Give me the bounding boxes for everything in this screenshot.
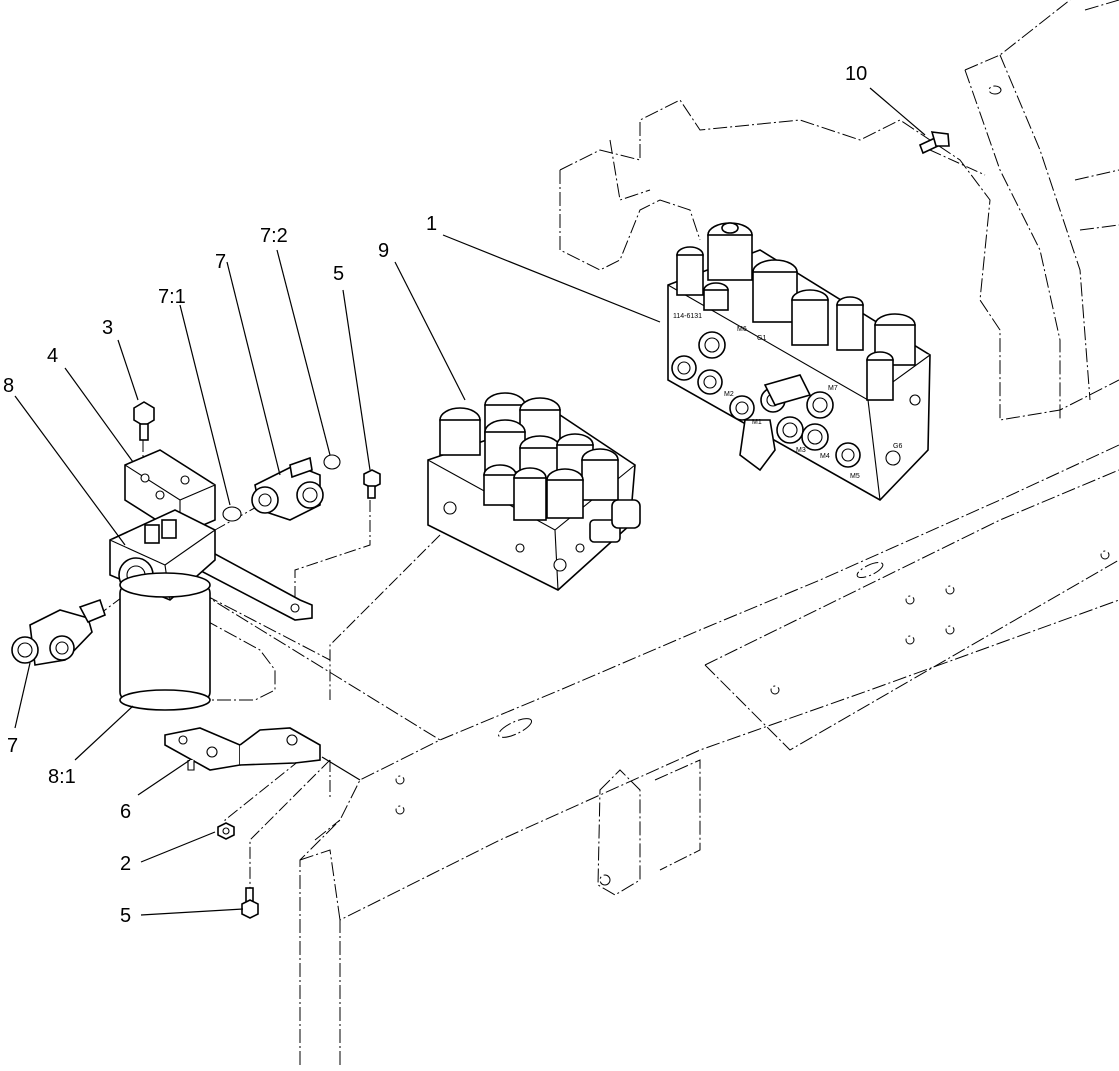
valve-manifold-1: M6 G1 M2 M1 M3 M4 M5 M7 G6 114-6131 bbox=[667, 222, 931, 502]
bolt-5-bottom bbox=[241, 887, 259, 919]
callout-numbers: 1 9 10 7:2 7 5 7:1 3 4 8 7 8:1 6 2 5 bbox=[3, 63, 867, 927]
callout-7-2: 7:2 bbox=[260, 225, 288, 247]
o-ring-7-1 bbox=[222, 506, 242, 522]
callout-8-1: 8:1 bbox=[48, 766, 76, 788]
callout-6: 6 bbox=[120, 801, 131, 823]
tee-fitting-7-top bbox=[251, 456, 324, 521]
callout-7-1: 7:1 bbox=[158, 286, 186, 308]
port-label-g6: G6 bbox=[893, 443, 902, 450]
cartridge-group-1 bbox=[676, 222, 916, 401]
leader-lines bbox=[14, 87, 926, 916]
nut-2 bbox=[217, 822, 235, 840]
port-label-m6: M6 bbox=[737, 326, 747, 333]
port-label-m1: M1 bbox=[752, 419, 762, 426]
port-label-m3: M3 bbox=[796, 447, 806, 454]
callout-4: 4 bbox=[47, 345, 58, 367]
port-label-m2: M2 bbox=[724, 391, 734, 398]
bolt-5-top bbox=[363, 469, 381, 499]
manifold-part-number: 114-6131 bbox=[673, 313, 702, 320]
tee-fitting-7-left bbox=[11, 598, 106, 666]
sensor-bracket-6 bbox=[164, 727, 361, 781]
callout-3: 3 bbox=[102, 317, 113, 339]
callout-8: 8 bbox=[3, 375, 14, 397]
callout-5-top: 5 bbox=[333, 263, 344, 285]
callout-5-bottom: 5 bbox=[120, 905, 131, 927]
bolt-10 bbox=[918, 131, 950, 155]
callout-1: 1 bbox=[426, 213, 437, 235]
chassis-frame bbox=[169, 0, 1119, 1065]
valve-block-9 bbox=[427, 392, 641, 591]
port-label-g1: G1 bbox=[757, 335, 766, 342]
port-label-m4: M4 bbox=[820, 453, 830, 460]
manifold-port-labels: M6 G1 M2 M1 M3 M4 M5 M7 G6 114-6131 bbox=[673, 313, 902, 480]
callout-7-top: 7 bbox=[215, 251, 226, 273]
callout-9: 9 bbox=[378, 240, 389, 262]
callout-2: 2 bbox=[120, 853, 131, 875]
filter-assembly-8 bbox=[109, 509, 216, 711]
callout-10: 10 bbox=[845, 63, 867, 85]
port-fittings-1 bbox=[671, 331, 861, 472]
callout-7-left: 7 bbox=[7, 735, 18, 757]
port-label-m7: M7 bbox=[828, 385, 838, 392]
o-ring-7-2 bbox=[323, 454, 341, 470]
bolt-3 bbox=[133, 401, 155, 441]
port-label-m5: M5 bbox=[850, 473, 860, 480]
cartridge-group-9 bbox=[439, 392, 641, 543]
